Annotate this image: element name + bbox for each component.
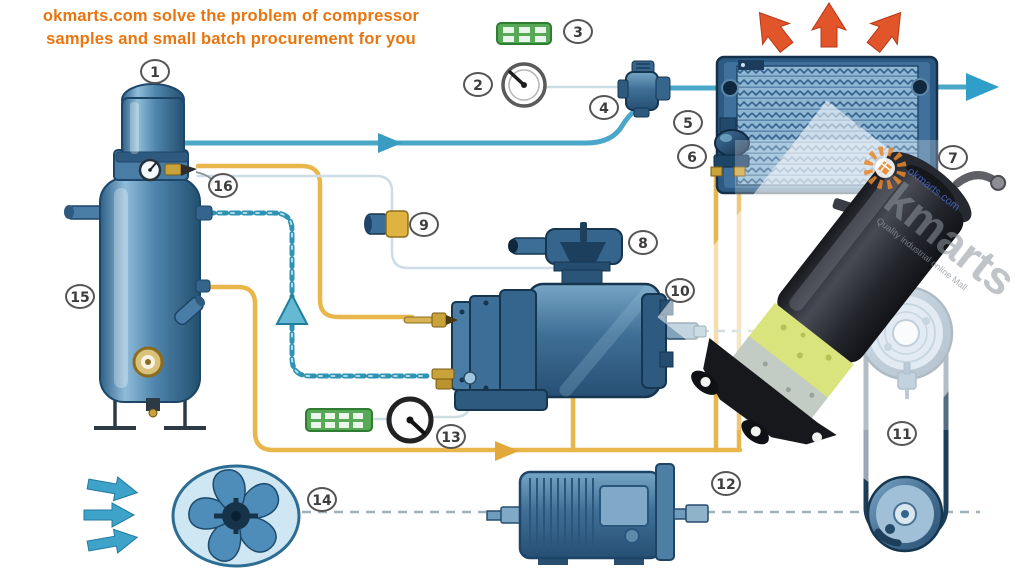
terminal-block-3 <box>496 22 552 45</box>
component-label-11: 11 <box>887 421 917 446</box>
oil-injection-fitting <box>403 312 458 328</box>
radiator-inlet-port <box>721 79 739 97</box>
header-line-1: okmarts.com solve the problem of compres… <box>42 7 420 25</box>
component-label-16: 16 <box>208 173 238 198</box>
component-label-15: 15 <box>65 284 95 309</box>
component-label-14: 14 <box>307 487 337 512</box>
drain-valve <box>146 398 160 411</box>
screw-airend <box>403 282 707 411</box>
product-photo-overlay: okmarts.com kmarts Quality industrial on… <box>657 100 1019 487</box>
tank-pressure-gauge <box>138 158 162 182</box>
pressure-gauge-2 <box>501 62 547 108</box>
rotary-compressor-photo <box>691 151 1007 445</box>
flow-arrow-blue <box>378 133 402 153</box>
header-banner: okmarts.com solve the problem of compres… <box>0 5 462 51</box>
component-label-8: 8 <box>628 230 658 255</box>
component-label-3: 3 <box>563 19 593 44</box>
component-label-4: 4 <box>589 95 619 120</box>
flow-arrow-up-teal <box>275 292 309 325</box>
terminal-block-13 <box>305 408 373 432</box>
header-line-2: samples and small batch procurement for … <box>46 30 416 48</box>
component-label-12: 12 <box>711 471 741 496</box>
component-label-5: 5 <box>673 110 703 135</box>
hot-air-arrows <box>758 2 902 53</box>
component-label-6: 6 <box>677 144 707 169</box>
thermostatic-valve <box>364 210 409 238</box>
cooling-fan <box>171 464 301 568</box>
radiator-outlet-port <box>911 78 929 96</box>
cooling-air-arrows <box>83 476 139 554</box>
component-label-7: 7 <box>938 145 968 170</box>
minimum-pressure-valve <box>617 60 671 118</box>
oil-drain-fitting <box>431 368 455 390</box>
bypass-thermo-valve <box>710 117 750 177</box>
oil-pressure-gauge-13 <box>386 396 434 444</box>
component-label-2: 2 <box>463 72 493 97</box>
oil-return-port <box>463 371 477 385</box>
component-label-10: 10 <box>665 278 695 303</box>
outlet-air-arrow <box>966 73 999 101</box>
suction-valve <box>508 222 623 291</box>
intake-filter-silencer <box>115 83 189 163</box>
drive-motor <box>486 463 709 565</box>
motor-terminal-box <box>599 485 649 527</box>
flow-arrow-yellow <box>495 441 519 461</box>
component-label-9: 9 <box>409 212 439 237</box>
component-label-13: 13 <box>436 424 466 449</box>
component-label-1: 1 <box>140 59 170 84</box>
